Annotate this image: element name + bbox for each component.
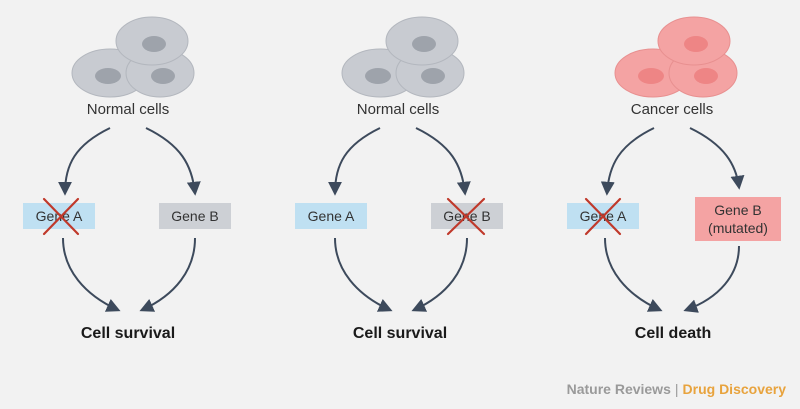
gene-b-mutated-label: (mutated) [708, 220, 768, 236]
arrow-to-gene-b [415, 127, 471, 196]
gene-a-label: Gene A [308, 208, 355, 224]
normal-cells-cluster [341, 16, 465, 98]
gene-a-box: Gene A [23, 197, 95, 236]
arrow-to-gene-b [689, 127, 745, 190]
knockout-cross-icon [584, 197, 622, 236]
arrow-gene-a-to-outcome [604, 237, 663, 312]
arrow-gene-b-to-outcome [139, 237, 196, 312]
gene-b-box: Gene B [431, 197, 503, 236]
gene-b-box: Gene B [159, 203, 231, 229]
journal-name: Nature Reviews [566, 381, 671, 397]
brand-separator: | [674, 381, 679, 397]
cells-label: Cancer cells [631, 101, 714, 118]
gene-a-box: Gene A [295, 203, 367, 229]
cells-label: Normal cells [87, 101, 170, 118]
panel-1: Normal cells Gene A Gene B Cell survival [23, 16, 231, 342]
panel-3: Cancer cells Gene A Gene B (mutated) Cel… [567, 16, 781, 342]
cells-label: Normal cells [357, 101, 440, 118]
cancer-cells-cluster [614, 16, 738, 98]
arrow-gene-a-to-outcome [62, 237, 121, 312]
gene-b-label: Gene B [171, 208, 218, 224]
journal-section: Drug Discovery [682, 381, 786, 397]
gene-b-mutated-box: Gene B (mutated) [695, 197, 781, 241]
outcome-label: Cell survival [353, 325, 447, 342]
knockout-cross-icon [446, 197, 486, 236]
normal-cells-cluster [71, 16, 195, 98]
arrow-to-gene-b [145, 127, 201, 196]
arrow-to-gene-a [58, 127, 111, 196]
arrow-gene-b-to-outcome [411, 237, 468, 312]
panel-2: Normal cells Gene A Gene B Cell survival [295, 16, 503, 342]
arrow-to-gene-a [328, 127, 381, 196]
gene-b-label: Gene B [714, 202, 761, 218]
outcome-label: Cell death [635, 325, 711, 342]
knockout-cross-icon [42, 197, 80, 236]
outcome-label: Cell survival [81, 325, 175, 342]
gene-a-box: Gene A [567, 197, 639, 236]
arrow-gene-a-to-outcome [334, 237, 393, 312]
publisher-credit: Nature Reviews|Drug Discovery [567, 381, 786, 397]
arrow-to-gene-a [600, 127, 655, 196]
arrow-gene-b-to-outcome [683, 245, 740, 313]
